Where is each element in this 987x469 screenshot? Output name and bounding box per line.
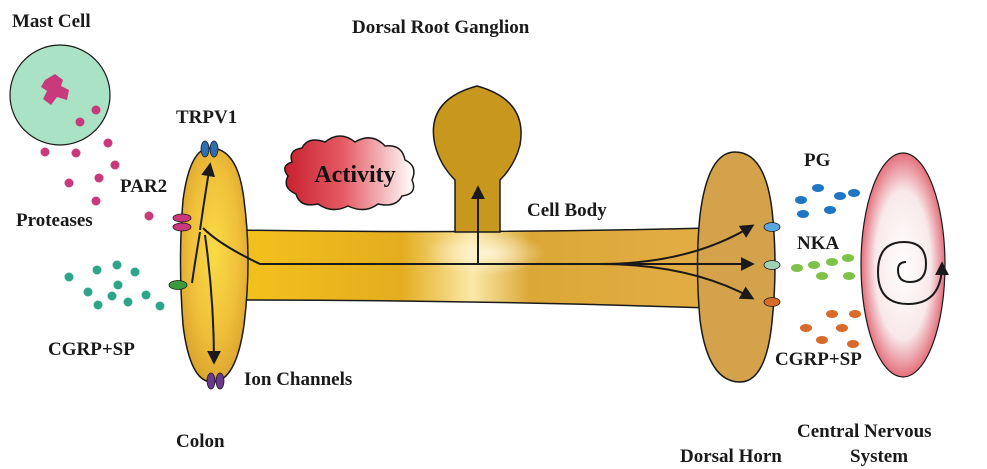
colon-label: Colon (176, 432, 225, 451)
par2-label: PAR2 (120, 177, 167, 196)
ion-channels-label: Ion Channels (244, 370, 352, 389)
pg-dots (795, 184, 860, 218)
mast-cell-label: Mast Cell (12, 12, 91, 31)
trpv1-label: TRPV1 (176, 108, 237, 127)
cgrp-sp-label-right: CGRP+SP (775, 350, 862, 369)
dorsal-horn-label: Dorsal Horn (680, 447, 782, 466)
proteases-label: Proteases (16, 211, 93, 230)
cgrp-sp-label-left: CGRP+SP (48, 340, 135, 359)
cns-label-line2: System (850, 447, 908, 466)
nka-dots (791, 254, 855, 280)
activity-cloud: Activity (285, 136, 414, 210)
mast-cell (10, 45, 110, 145)
cgrp-receptor (169, 281, 187, 290)
pg-label: PG (804, 151, 830, 170)
cgrp-sp-dots-left (65, 261, 165, 311)
dorsal-horn-terminal (698, 152, 776, 382)
activity-label: Activity (314, 162, 395, 188)
nka-label: NKA (797, 234, 839, 253)
cell-body-label: Cell Body (527, 201, 607, 220)
cgrp-sp-dots-right (800, 310, 861, 348)
dorsal-root-ganglion-label: Dorsal Root Ganglion (352, 18, 529, 37)
central-nervous-system (861, 153, 945, 377)
cns-label-line1: Central Nervous (797, 422, 932, 441)
